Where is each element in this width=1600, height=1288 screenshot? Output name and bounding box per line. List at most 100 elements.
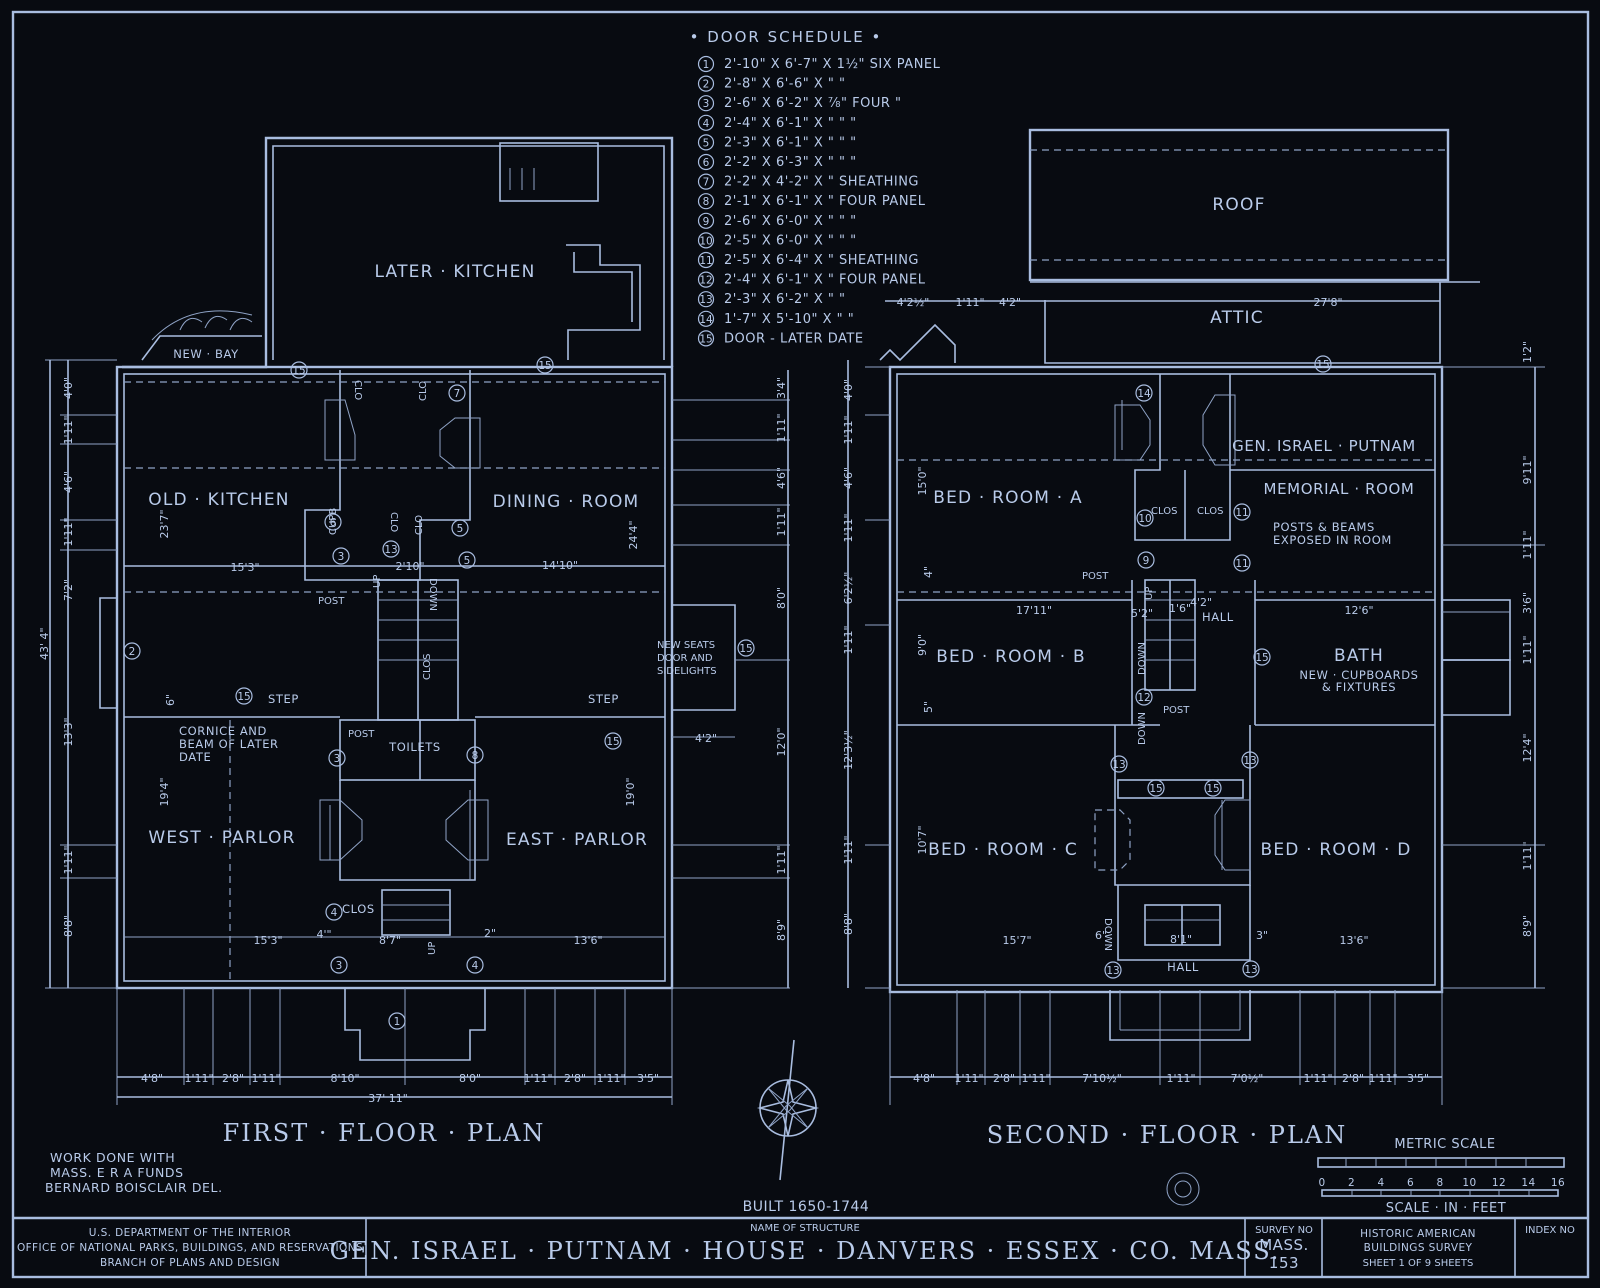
label-post-s2: POST (1163, 705, 1190, 716)
label-up-1: UP (372, 575, 383, 588)
first-bottom-dim: 2'8" (222, 1072, 244, 1085)
schedule-marker-13 (697, 291, 715, 308)
second-bottom-dim: 3'5" (1407, 1072, 1429, 1085)
door-marker-circle (1104, 961, 1122, 979)
scale-tick-label: 10 (1462, 1177, 1476, 1189)
first-bottom-dim: 3'5" (637, 1072, 659, 1085)
work-note-1: WORK DONE WITH (50, 1150, 175, 1165)
door-marker-number: 3 (336, 960, 343, 972)
schedule-row-9: 2'-6" X 6'-0" X " " " (724, 214, 857, 229)
second-right-dim: 1'11" (1521, 635, 1534, 664)
second-bottom-dim: 2'8" (993, 1072, 1015, 1085)
work-note-3: BERNARD BOISCLAIR DEL. (45, 1180, 223, 1195)
north-arrow (756, 1039, 1200, 1206)
sheet-count: SHEET 1 OF 9 SHEETS (1363, 1258, 1474, 1269)
first-left-dim: 7'2" (62, 579, 75, 601)
scale-in-feet-label: SCALE · IN · FEET (1386, 1201, 1506, 1216)
door-marker-number: 3 (338, 551, 345, 563)
schedule-marker-6 (697, 153, 715, 171)
label-clos-entry: CLOS (342, 902, 375, 916)
door-marker-number: 13 (1112, 759, 1125, 771)
first-bottom-dim: 1'11" (184, 1072, 213, 1085)
door-marker-number: 15 (1316, 359, 1329, 371)
first-right-dim: 1'11" (775, 845, 788, 874)
schedule-num-11: 11 (699, 255, 712, 267)
second-floor-outer-wall (888, 365, 1444, 994)
door-marker-number: 11 (1235, 558, 1248, 570)
note-cornice-1: CORNICE AND (179, 724, 267, 738)
door-marker-number: 7 (454, 388, 461, 400)
label-post-s1: POST (1082, 571, 1109, 582)
second-inner-dims: 17'11"4'2"12'6"15'0"9'0"10'7"15'7"13'6"8… (916, 466, 1374, 947)
second-top-dim: 1'11" (955, 296, 984, 309)
first-left-dim: 1'11" (62, 415, 75, 444)
first-right-dim: 3'4" (775, 377, 788, 399)
scale-tick-label: 4 (1377, 1177, 1384, 1189)
second-bottom-dim: 1'11" (954, 1072, 983, 1085)
second-left-dim: 1'11" (842, 513, 855, 542)
schedule-num-10: 10 (699, 235, 712, 247)
door-marker-circle (458, 551, 476, 569)
room-roof: ROOF (1212, 195, 1265, 215)
door-marker-number: 15 (1206, 783, 1219, 795)
first-total-height: 43' 4" (38, 627, 51, 660)
schedule-num-9: 9 (703, 216, 710, 228)
label-step-2: STEP (588, 692, 619, 706)
second-inner-dim: 15'0" (916, 466, 929, 495)
door-marker-circle (1135, 688, 1153, 706)
schedule-num-15: 15 (699, 333, 712, 345)
memorial-room-title-1: GEN. ISRAEL · PUTNAM (1232, 437, 1416, 455)
first-left-dims: 4'0"1'11"4'6"1'11"7'2"13'3"1'11"8'8" (62, 377, 75, 937)
door-marker-circle (536, 356, 554, 374)
second-left-dim: 6'2½" (842, 572, 855, 605)
door-marker-number: 4 (331, 907, 338, 919)
door-marker-circle (604, 732, 622, 750)
door-marker-number: 15 (1149, 783, 1162, 795)
schedule-marker-12 (697, 271, 715, 288)
scale-tick-label: 0 (1318, 1177, 1325, 1189)
room-bedroom-a: BED · ROOM · A (933, 488, 1083, 508)
habs-line-2: BUILDINGS SURVEY (1364, 1242, 1473, 1254)
schedule-row-3: 2'-6" X 6'-2" X ⅞" FOUR " (724, 96, 902, 111)
schedule-marker-5 (697, 134, 715, 151)
door-marker-number: 1 (394, 1016, 401, 1028)
second-inner-dim: 4'2" (1190, 596, 1212, 609)
schedule-num-4: 4 (703, 118, 710, 130)
second-bottom-dim: 7'0½" (1231, 1072, 1264, 1085)
later-kitchen-walls (122, 136, 674, 369)
second-left-dim: 12'3½" (842, 730, 855, 770)
door-marker-circle (1137, 551, 1155, 569)
schedule-row-12: 2'-4" X 6'-1" X " FOUR PANEL (724, 273, 926, 288)
first-right-dim: 8'0" (775, 587, 788, 609)
note-posts-1: POSTS & BEAMS (1273, 520, 1375, 534)
first-floor-inner-wall (123, 373, 666, 982)
first-floor-chimney (304, 370, 489, 936)
first-inner-dim: 2'10" (395, 560, 424, 573)
second-bottom-dim: 2'8" (1342, 1072, 1364, 1085)
first-right-dim: 8'9" (775, 919, 788, 941)
door-marker-circle (325, 903, 343, 921)
schedule-num-12: 12 (699, 275, 712, 287)
first-inner-dim: 2" (484, 927, 496, 940)
second-floor-grid-lines (847, 300, 1545, 1105)
second-bottom-dim: 1'11" (1303, 1072, 1332, 1085)
door-marker-number: 15 (606, 736, 619, 748)
schedule-marker-15 (697, 330, 715, 347)
dept-line-3: BRANCH OF PLANS AND DESIGN (100, 1257, 280, 1269)
label-clos-s1: CLOS (1151, 506, 1177, 517)
second-inner-dim: 9'0" (916, 634, 929, 656)
first-total-width: 37' 11" (368, 1092, 408, 1105)
second-right-dim: 1'2" (1521, 341, 1534, 363)
schedule-row-14: 1'-7" X 5'-10" X " " (724, 312, 854, 327)
room-hall-lower: HALL (1167, 960, 1199, 974)
room-new-bay: NEW · BAY (173, 347, 239, 361)
room-hall-upper: HALL (1202, 610, 1234, 624)
second-right-dim: 1'11" (1521, 841, 1534, 870)
index-no-label: INDEX NO (1525, 1225, 1575, 1236)
second-inner-dim: 13'6" (1339, 934, 1368, 947)
room-bath: BATH (1334, 646, 1384, 666)
door-marker-number: 13 (1243, 755, 1256, 767)
door-marker-circle (1253, 648, 1271, 666)
door-marker-number: 4 (472, 960, 479, 972)
